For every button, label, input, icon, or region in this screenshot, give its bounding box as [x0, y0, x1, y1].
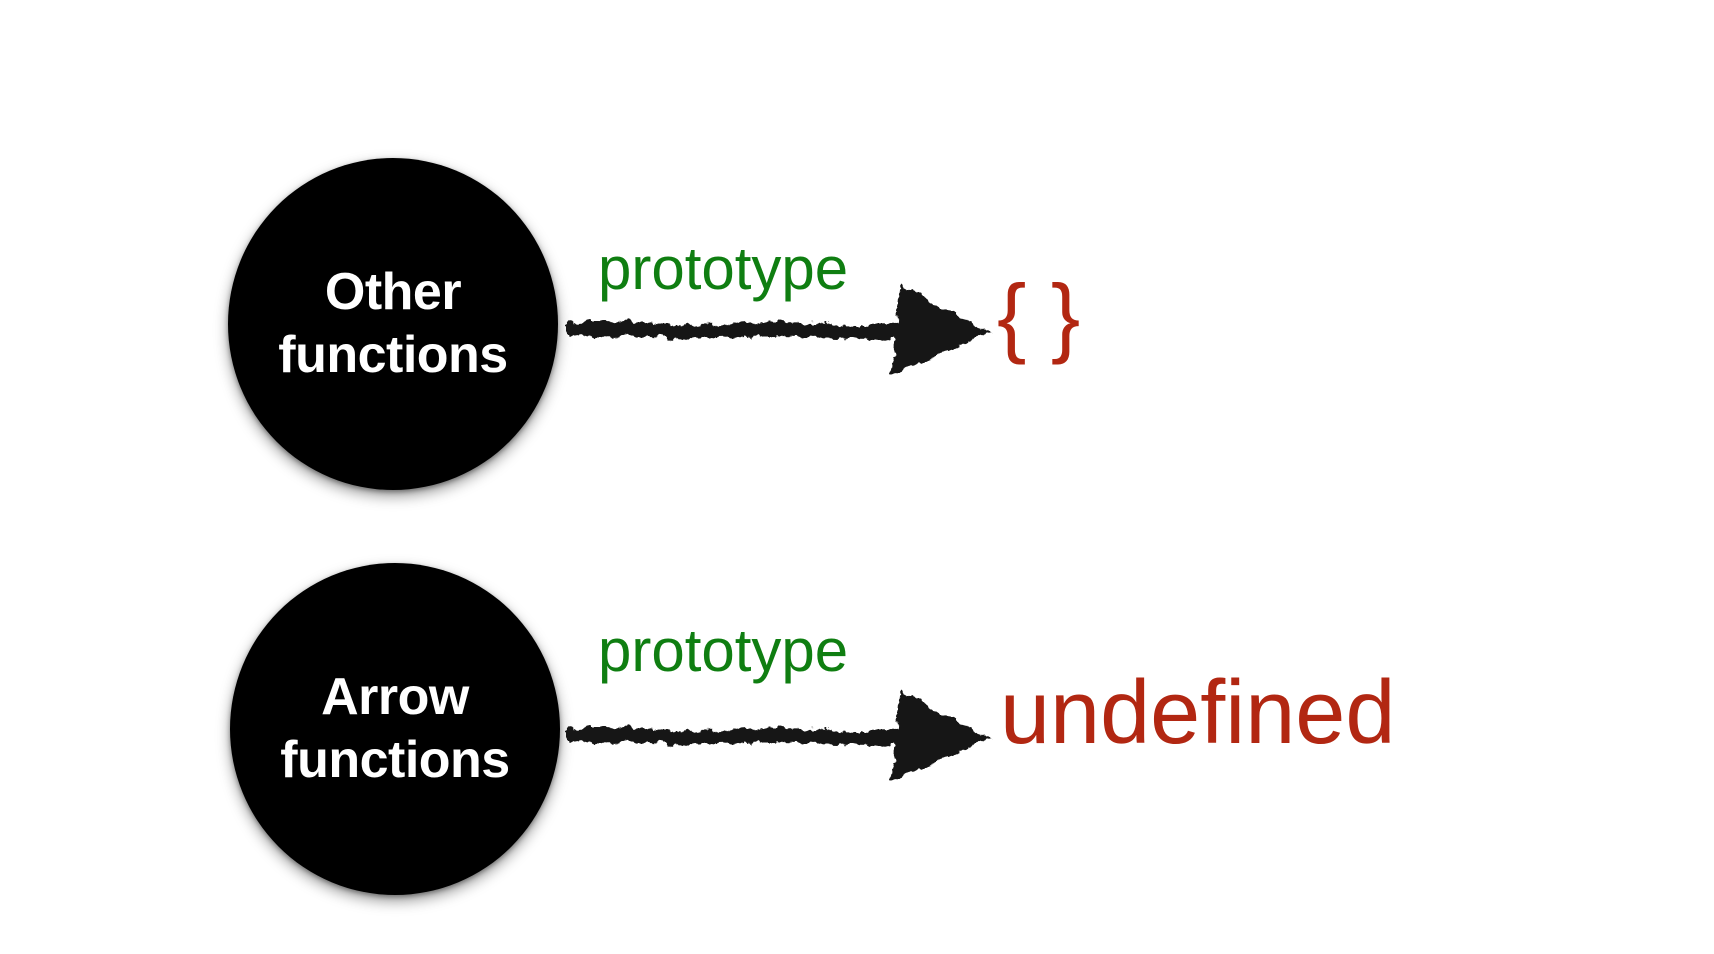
node-label-line1: Arrow: [321, 668, 469, 727]
arrow-shaft: [568, 321, 906, 340]
prototype-arrow-icon: [568, 691, 990, 781]
arrow-head: [891, 691, 990, 781]
arrow-shaft: [568, 727, 906, 746]
node-other-functions: Other functions: [228, 158, 558, 490]
arrow-head: [891, 285, 990, 375]
node-label-line2: functions: [278, 326, 508, 384]
node-label-line1: Other: [324, 263, 462, 322]
prototype-arrow-icon: [568, 285, 990, 375]
prototype-value-other: { }: [997, 266, 1081, 365]
node-label-line2: functions: [280, 731, 510, 789]
node-arrow-functions: Arrow functions: [230, 563, 560, 895]
edge-label-prototype-top: prototype: [598, 235, 849, 302]
prototype-value-arrow: undefined: [1000, 663, 1396, 763]
edge-label-prototype-bottom: prototype: [598, 617, 849, 684]
